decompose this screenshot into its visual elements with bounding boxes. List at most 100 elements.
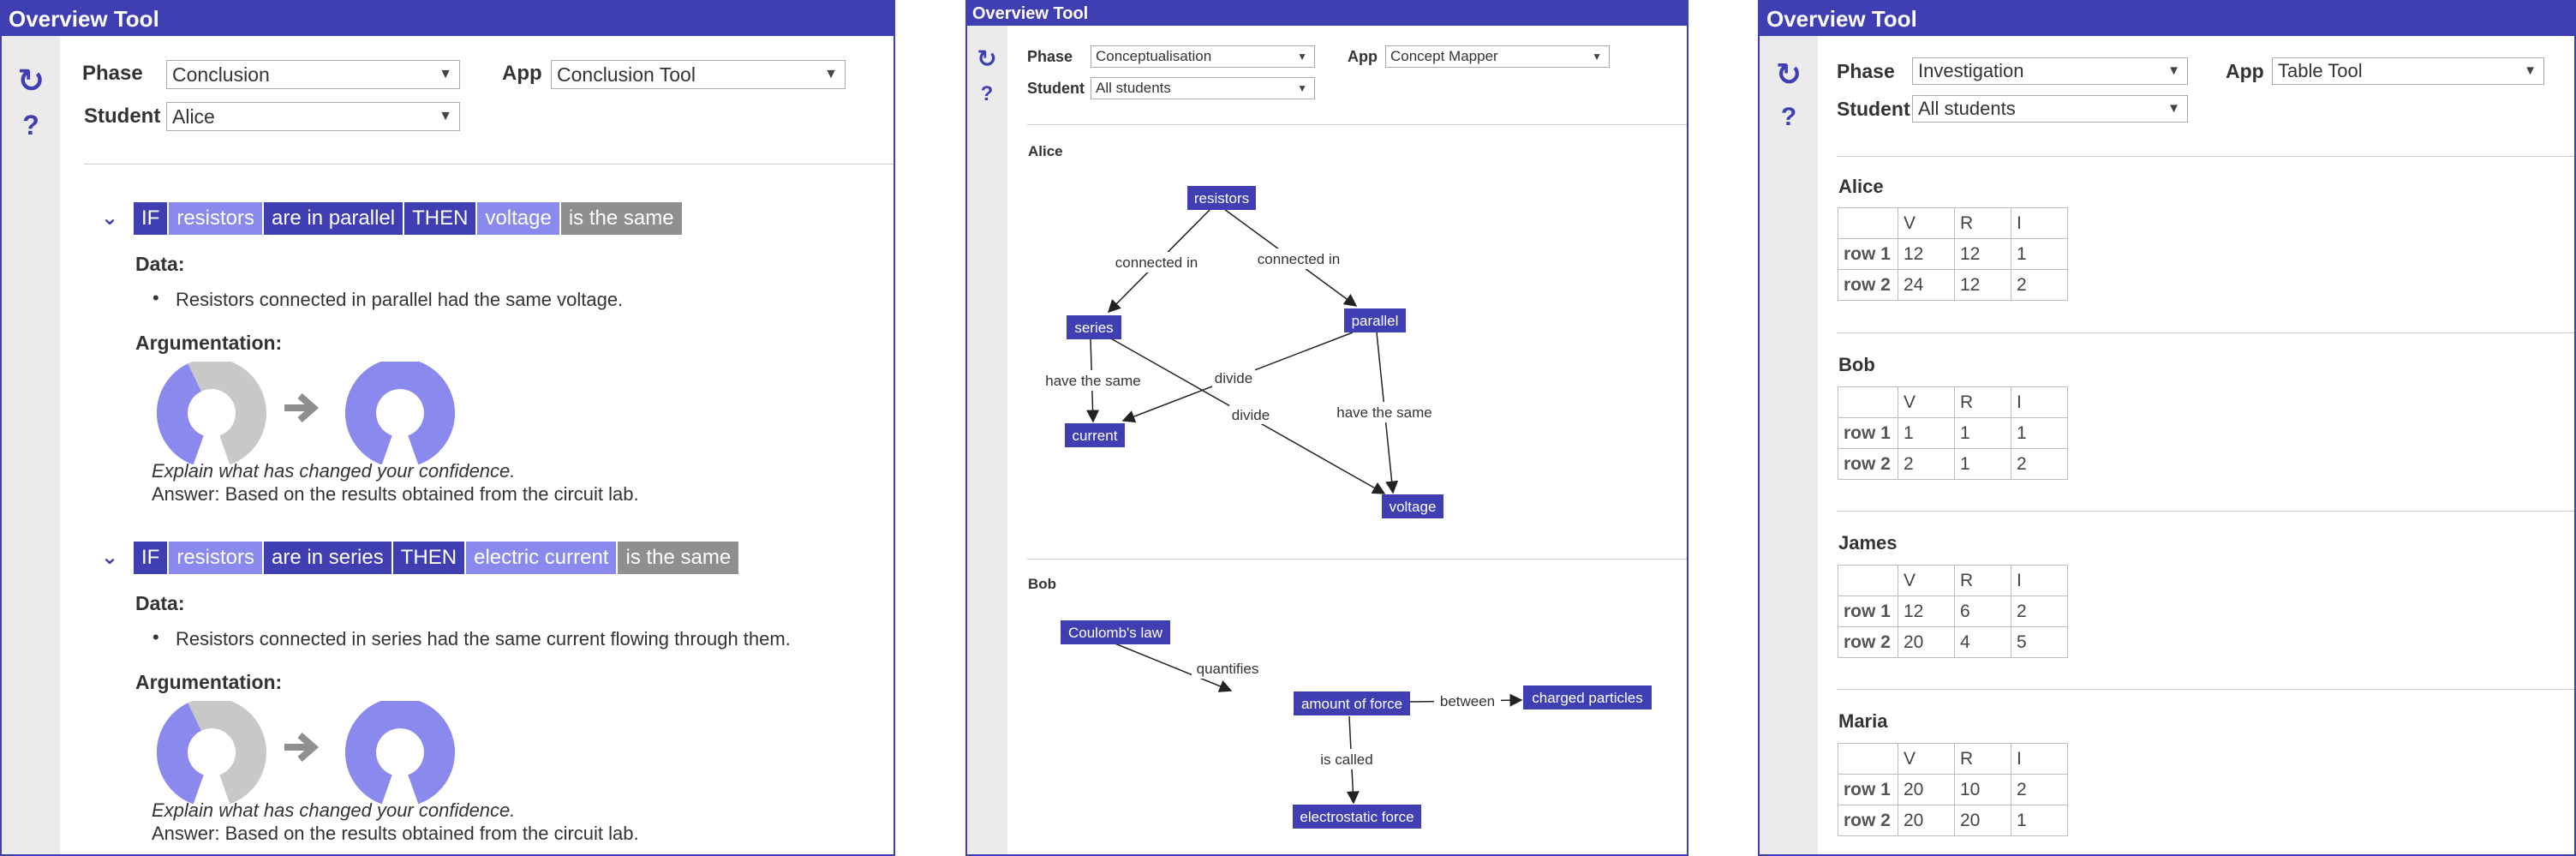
table-cell: 10 bbox=[1954, 774, 2011, 805]
concept-label: current bbox=[1073, 428, 1118, 444]
app-select-value: Table Tool bbox=[2278, 60, 2363, 81]
table-row: row 1 12 12 1 bbox=[1838, 238, 2068, 270]
refresh-icon[interactable]: ↻ bbox=[17, 63, 45, 99]
table-cell: 2 bbox=[1898, 448, 1955, 480]
divider bbox=[1027, 559, 1687, 560]
caret-down-icon: ▼ bbox=[439, 109, 452, 123]
column-header: I bbox=[2011, 386, 2068, 418]
row-header: row 2 bbox=[1838, 269, 1898, 301]
table-cell: 12 bbox=[1898, 596, 1955, 627]
gauge-fill bbox=[345, 701, 455, 804]
data-heading: Data: bbox=[135, 253, 185, 275]
data-table: V R I row 1 12 6 2 row 2 20 4 5 bbox=[1838, 565, 2068, 658]
row-header: row 2 bbox=[1838, 805, 1898, 836]
table-cell: 1 bbox=[2011, 417, 2068, 449]
column-header: V bbox=[1898, 207, 1955, 239]
concept-edge bbox=[1112, 642, 1233, 692]
app-select[interactable]: Concept Mapper ▼ bbox=[1385, 45, 1610, 68]
confidence-question: Explain what has changed your confidence… bbox=[152, 460, 516, 482]
table-row: row 2 20 4 5 bbox=[1838, 626, 2068, 658]
panel-title: Overview Tool bbox=[1760, 2, 2574, 36]
concept-label: voltage bbox=[1390, 499, 1437, 515]
rule-token: THEN bbox=[404, 202, 476, 235]
row-header: row 2 bbox=[1838, 626, 1898, 658]
help-icon[interactable]: ? bbox=[22, 110, 39, 141]
caret-down-icon: ▼ bbox=[824, 67, 838, 81]
column-header: I bbox=[2011, 565, 2068, 596]
phase-select[interactable]: Conclusion ▼ bbox=[166, 60, 460, 89]
help-icon[interactable]: ? bbox=[980, 82, 994, 105]
gauge-fill bbox=[345, 362, 455, 464]
student-select[interactable]: All students ▼ bbox=[1912, 95, 2188, 123]
rule-token: resistors bbox=[169, 202, 263, 235]
argumentation-heading: Argumentation: bbox=[135, 332, 283, 354]
rule-token: voltage bbox=[477, 202, 559, 235]
confidence-answer: Answer: Based on the results obtained fr… bbox=[152, 483, 639, 505]
refresh-icon[interactable]: ↻ bbox=[1775, 57, 1802, 92]
concept-node bbox=[1293, 805, 1421, 829]
table-cell: 1 bbox=[1898, 417, 1955, 449]
phase-select-value: Investigation bbox=[1918, 60, 2024, 81]
table-cell: 12 bbox=[1954, 269, 2011, 301]
table-cell: 2 bbox=[2011, 596, 2068, 627]
data-table: V R I row 1 20 10 2 row 2 20 20 1 bbox=[1838, 743, 2068, 836]
refresh-icon[interactable]: ↻ bbox=[977, 45, 997, 72]
argumentation-heading: Argumentation: bbox=[135, 671, 283, 693]
confidence-gauges bbox=[157, 362, 455, 464]
confidence-question: Explain what has changed your confidence… bbox=[152, 799, 516, 821]
phase-select-value: Conclusion bbox=[172, 63, 270, 86]
table-cell: 12 bbox=[1898, 238, 1955, 270]
table-cell: 5 bbox=[2011, 626, 2068, 658]
table-row: row 2 2 1 2 bbox=[1838, 448, 2068, 480]
chevron-down-icon[interactable]: ⌄ bbox=[101, 207, 119, 230]
caret-down-icon: ▼ bbox=[2167, 101, 2180, 116]
student-select-value: All students bbox=[1918, 98, 2016, 119]
app-select[interactable]: Conclusion Tool ▼ bbox=[551, 60, 846, 89]
table-cell: 12 bbox=[1954, 238, 2011, 270]
table-cell: 20 bbox=[1898, 774, 1955, 805]
phase-select[interactable]: Investigation ▼ bbox=[1912, 57, 2188, 85]
phase-label: Phase bbox=[1837, 60, 1895, 82]
student-name: Bob bbox=[1028, 576, 1057, 592]
table-row: row 2 20 20 1 bbox=[1838, 805, 2068, 836]
student-select[interactable]: All students ▼ bbox=[1091, 77, 1315, 99]
concept-node bbox=[1523, 685, 1652, 709]
concept-node bbox=[1344, 308, 1406, 332]
table-cell: 20 bbox=[1954, 805, 2011, 836]
gauge-fill bbox=[157, 703, 205, 804]
concept-node bbox=[1382, 494, 1443, 518]
concept-node bbox=[1187, 186, 1256, 210]
rule-token: resistors bbox=[169, 542, 263, 574]
student-select-value: All students bbox=[1096, 80, 1171, 96]
student-select[interactable]: Alice ▼ bbox=[166, 102, 460, 131]
gauge-fill bbox=[157, 363, 205, 464]
chevron-down-icon[interactable]: ⌄ bbox=[101, 546, 119, 569]
row-header: row 1 bbox=[1838, 417, 1898, 449]
table-cell: 1 bbox=[2011, 805, 2068, 836]
panel-title: Overview Tool bbox=[2, 2, 894, 36]
relation-label: quantifies bbox=[1197, 661, 1259, 677]
app-select[interactable]: Table Tool ▼ bbox=[2272, 57, 2544, 85]
relation-label: divide bbox=[1215, 370, 1252, 386]
help-icon[interactable]: ? bbox=[1780, 103, 1797, 131]
side-toolbar: ↻ ? bbox=[2, 36, 60, 854]
phase-label: Phase bbox=[82, 62, 143, 85]
phase-select[interactable]: Conceptualisation ▼ bbox=[1091, 45, 1315, 68]
concept-label: resistors bbox=[1194, 190, 1249, 207]
rule-token: IF bbox=[134, 202, 168, 235]
data-item: Resistors connected in parallel had the … bbox=[176, 289, 624, 310]
divider bbox=[1837, 332, 2574, 333]
column-header: R bbox=[1954, 743, 2011, 775]
arrow-right-icon bbox=[284, 732, 320, 763]
side-toolbar: ↻ ? bbox=[1760, 36, 1818, 854]
concept-label: series bbox=[1074, 320, 1113, 336]
row-header: row 1 bbox=[1838, 596, 1898, 627]
hypothesis-rule: IF resistors are in series THEN electric… bbox=[134, 542, 740, 574]
phase-label: Phase bbox=[1027, 48, 1073, 65]
caret-down-icon: ▼ bbox=[1297, 82, 1307, 94]
column-header: V bbox=[1898, 386, 1955, 418]
rule-token: are in parallel bbox=[264, 202, 403, 235]
row-header: row 2 bbox=[1838, 448, 1898, 480]
table-header-row: V R I bbox=[1838, 207, 2068, 239]
column-header: I bbox=[2011, 207, 2068, 239]
